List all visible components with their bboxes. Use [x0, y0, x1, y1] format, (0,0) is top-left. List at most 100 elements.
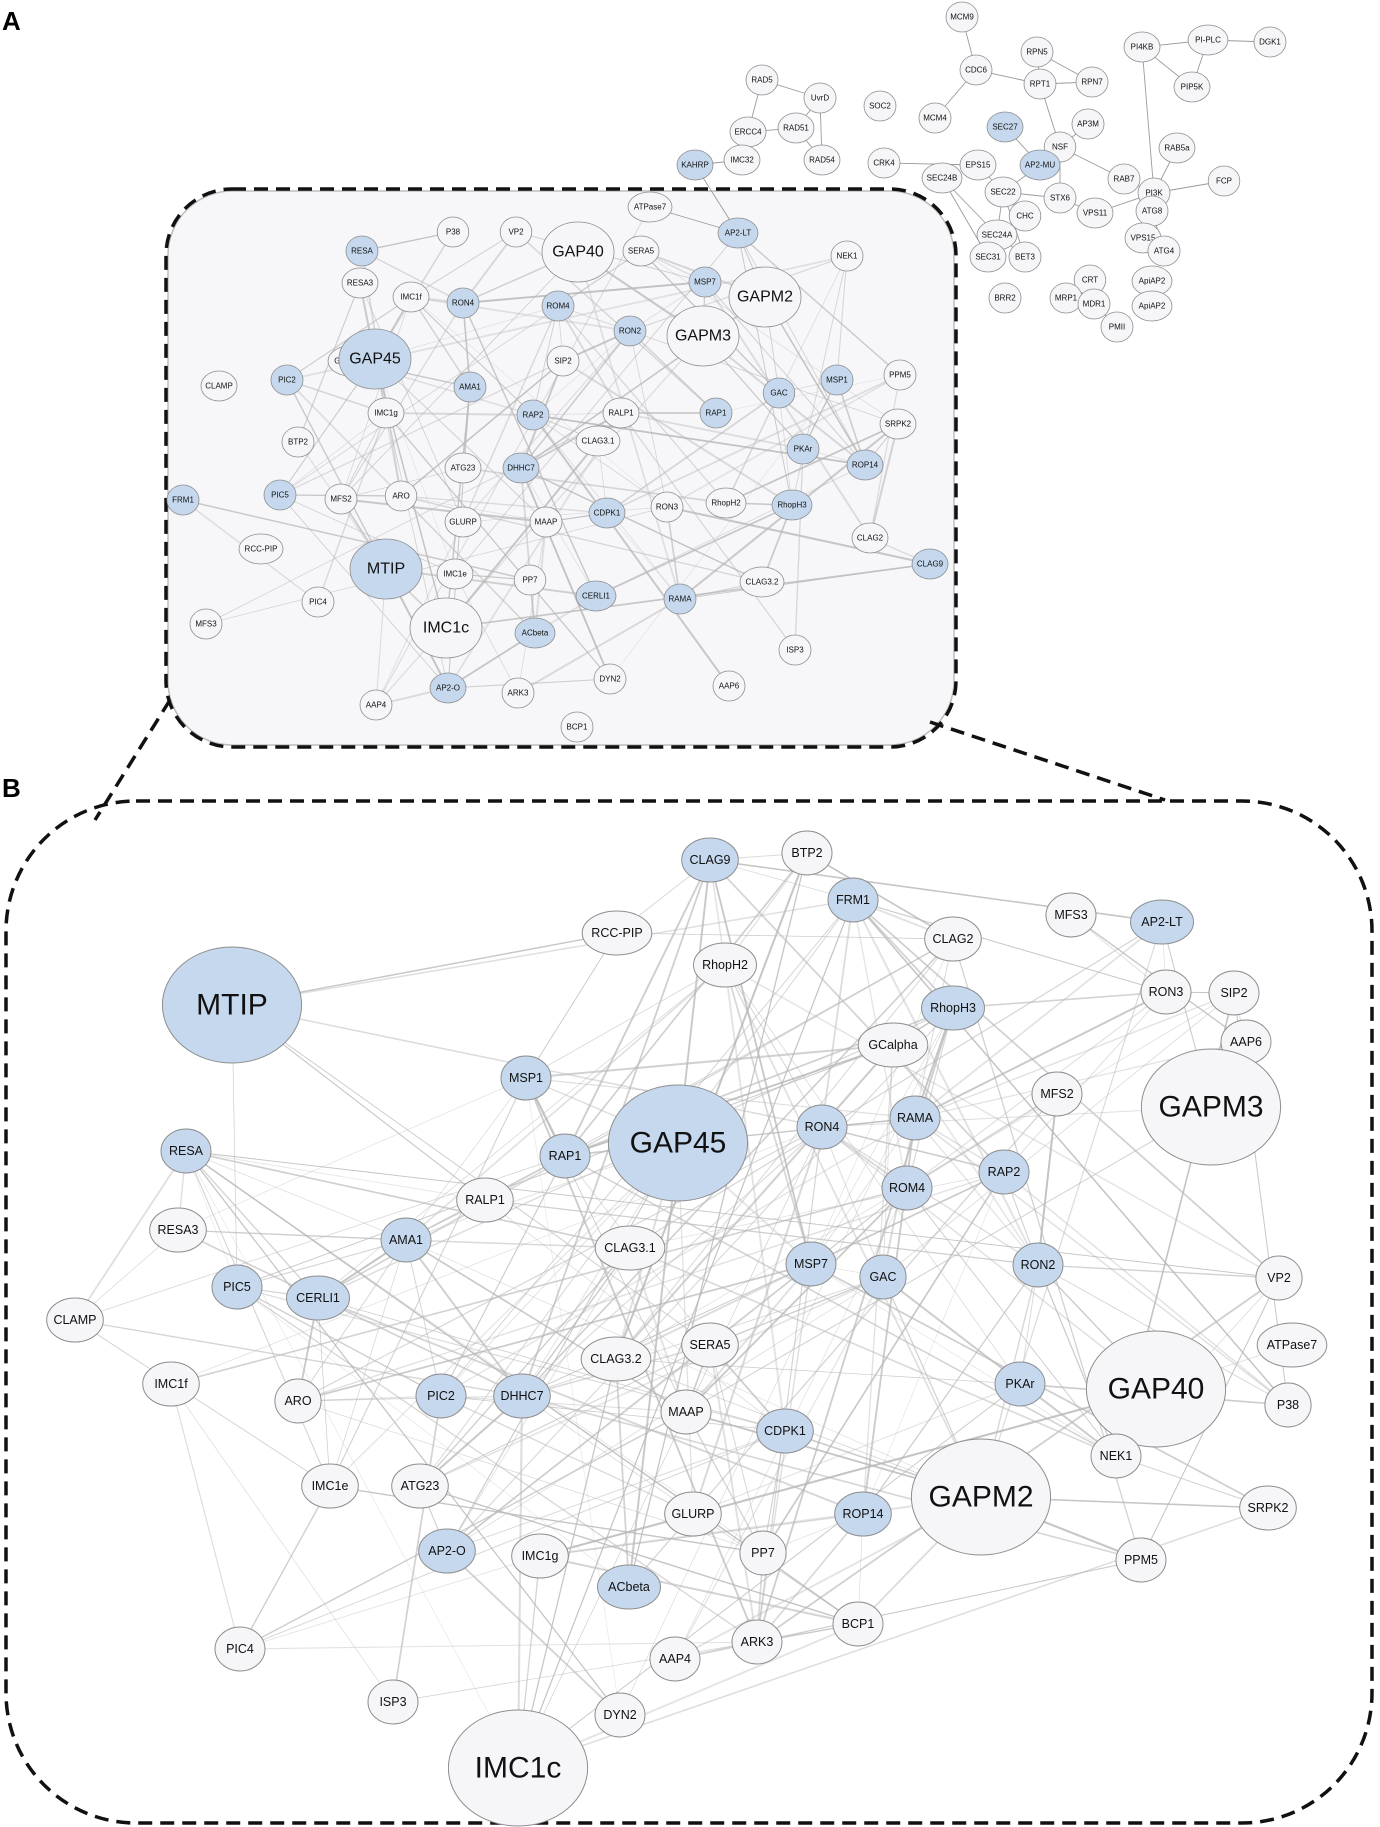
node-rcc-pip: RCC-PIP [238, 533, 284, 565]
node-label: RPN7 [1081, 78, 1103, 87]
node-dyn2: DYN2 [594, 1692, 646, 1738]
node-circle [511, 1533, 569, 1579]
node-label: AP2-O [436, 684, 460, 693]
edge [892, 1044, 1039, 1266]
node-circle [238, 533, 284, 565]
edge [520, 330, 631, 469]
edge [836, 255, 848, 381]
edge [520, 467, 611, 680]
node-circle [588, 497, 626, 529]
node-circle [1255, 1255, 1303, 1301]
node-aro: ARO [274, 1378, 322, 1424]
node-circle [1045, 892, 1097, 938]
node-pic5: PIC5 [263, 479, 297, 511]
edge [170, 1383, 394, 1703]
edge [419, 1344, 711, 1487]
edge [170, 1383, 241, 1650]
node-label: SRPK2 [885, 420, 912, 429]
edge [615, 1044, 894, 1360]
node-label: PMII [1109, 323, 1125, 332]
edge [440, 1395, 694, 1515]
node-label: ISP3 [786, 646, 804, 655]
node-sip2: SIP2 [1208, 970, 1260, 1016]
node-circle [575, 580, 617, 612]
node-circle [1208, 970, 1260, 1016]
edge [329, 1239, 407, 1487]
edge [674, 1276, 884, 1660]
node-circle [921, 162, 963, 194]
node-label: AMA1 [459, 383, 481, 392]
edge [629, 1247, 687, 1413]
node-label: FRM1 [836, 893, 870, 907]
node-label: SEC27 [992, 123, 1018, 132]
node-circle [883, 359, 917, 391]
edge [419, 1247, 631, 1487]
node-glurp: GLURP [664, 1491, 722, 1537]
node-atpase7: ATPase7 [1256, 1322, 1328, 1368]
node-label: BCP1 [842, 1617, 875, 1631]
edge [446, 1142, 679, 1552]
node-sec27: SEC27 [986, 111, 1024, 143]
node-label: GAPM2 [928, 1481, 1033, 1514]
node-label: NSF [1052, 143, 1068, 152]
node-circle [959, 54, 993, 86]
node-rhoph3: RhopH3 [771, 489, 813, 521]
edge [185, 1150, 238, 1288]
node-circle [924, 916, 982, 962]
edge [329, 1142, 679, 1487]
node-srpk2: SRPK2 [1239, 1485, 1297, 1531]
node-circle [444, 452, 482, 484]
node-circle [541, 221, 615, 283]
node-resa3: RESA3 [149, 1207, 207, 1253]
node-circle [796, 1104, 848, 1150]
node-circle [409, 597, 483, 659]
node-label: BTP2 [288, 438, 309, 447]
node-label: AMA1 [389, 1233, 423, 1247]
node-label: ARK3 [741, 1635, 774, 1649]
node-sera5: SERA5 [681, 1322, 739, 1368]
node-label: CERLI1 [582, 592, 611, 601]
node-circle [1147, 235, 1181, 267]
node-circle [1140, 969, 1192, 1015]
node-circle [516, 399, 550, 431]
edge [405, 1239, 982, 1498]
node-p38: P38 [436, 216, 470, 248]
node-mcm9: MCM9 [945, 1, 979, 33]
node-label: SEC24A [982, 231, 1013, 240]
node-circle [994, 1361, 1046, 1407]
edge [231, 1004, 711, 1346]
edge [882, 1276, 1117, 1457]
node-ap3m: AP3M [1071, 108, 1105, 140]
node-mdr1: MDR1 [1077, 288, 1111, 320]
node-soc2: SOC2 [863, 90, 897, 122]
node-glurp: GLURP [444, 506, 482, 538]
edge [185, 1150, 319, 1299]
node-dhhc7: DHHC7 [493, 1373, 551, 1419]
node-label: GAC [869, 1270, 896, 1284]
node-resa: RESA [160, 1128, 212, 1174]
node-circle [149, 1207, 207, 1253]
node-circle [500, 1055, 552, 1101]
node-pic4: PIC4 [214, 1626, 266, 1672]
node-circle [986, 111, 1024, 143]
node-circle [613, 315, 647, 347]
node-pkar: PKAr [786, 433, 820, 465]
node-label: CLAG3.2 [590, 1352, 641, 1366]
edge [521, 1126, 823, 1397]
node-dgk1: DGK1 [1253, 26, 1287, 58]
edge [525, 1077, 621, 1716]
edge [914, 1117, 1039, 1266]
node-apiap2: ApiAP2 [1131, 290, 1173, 322]
edge [606, 392, 780, 514]
edge [297, 1239, 407, 1402]
edge [532, 330, 631, 416]
edge [609, 379, 838, 680]
node-label: CDC6 [965, 66, 987, 75]
node-label: RPN5 [1026, 48, 1048, 57]
node-label: RAD5 [751, 76, 773, 85]
edge [539, 1388, 1157, 1557]
node-circle [301, 1463, 359, 1509]
edge [756, 1513, 864, 1643]
node-label: AAP6 [1230, 1035, 1262, 1049]
